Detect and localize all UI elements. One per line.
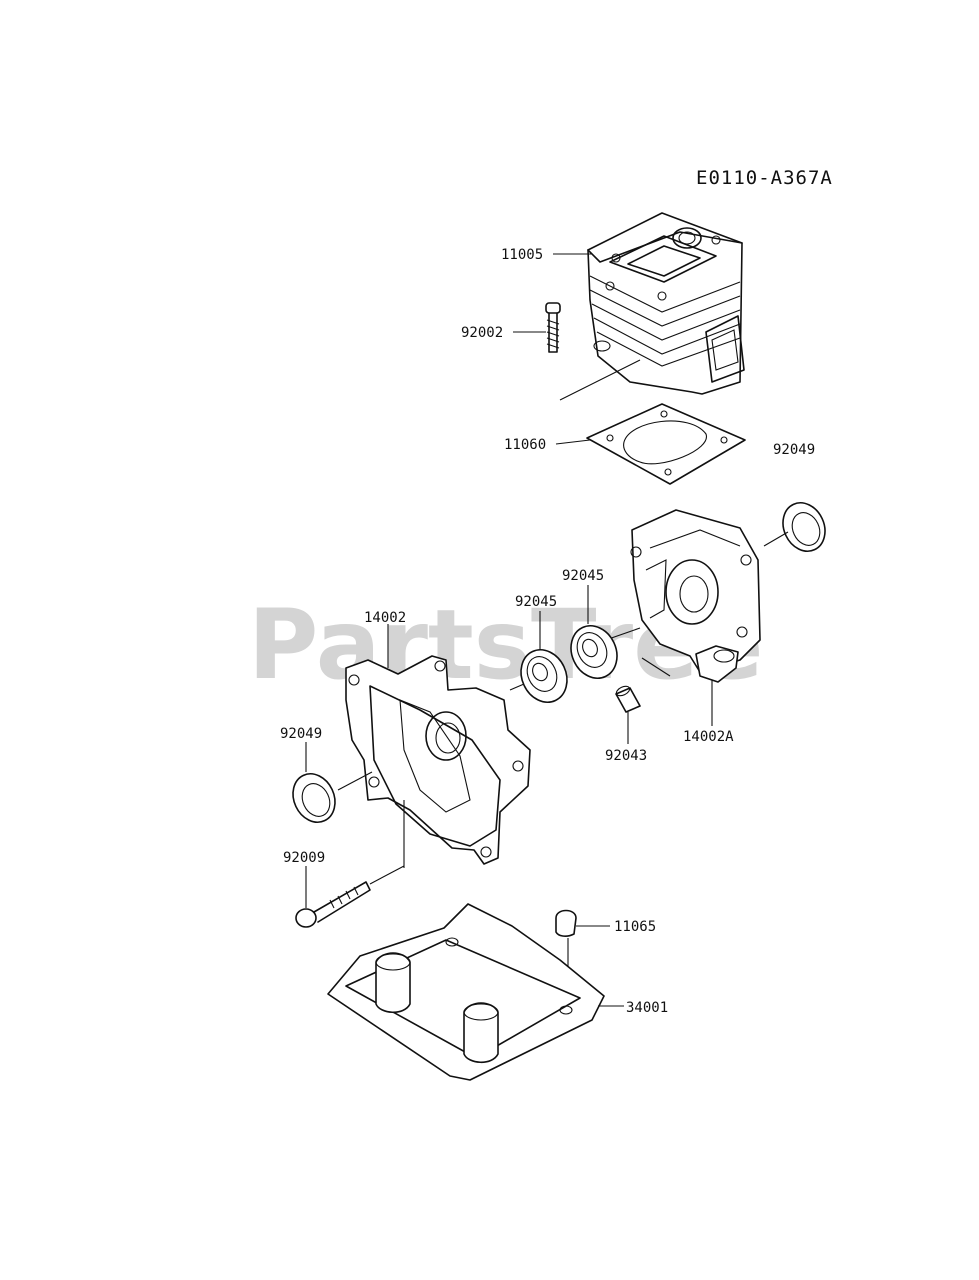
label-gasket[interactable]: 11060 xyxy=(504,437,546,453)
label-bearing-left[interactable]: 92045 xyxy=(515,594,557,610)
crankcase-left-part[interactable] xyxy=(345,655,531,865)
label-crankcase-left[interactable]: 14002 xyxy=(364,610,406,626)
oil-seal-right-axis xyxy=(763,531,789,547)
label-cylinder-bolt[interactable]: 92002 xyxy=(461,325,503,341)
cylinder-axis-line xyxy=(559,359,641,401)
cover-part[interactable] xyxy=(327,903,605,1081)
label-crankcase-bolt[interactable]: 92009 xyxy=(283,850,325,866)
cap-part[interactable] xyxy=(555,909,577,937)
gasket-part[interactable] xyxy=(586,403,746,485)
label-cover[interactable]: 34001 xyxy=(626,1000,668,1016)
bearing-axis-line xyxy=(509,683,525,691)
oil-seal-left-part[interactable] xyxy=(285,767,342,829)
diagram-code: E0110-A367A xyxy=(696,167,833,189)
oil-seal-left-axis xyxy=(337,771,373,791)
cylinder-part[interactable] xyxy=(587,212,745,395)
label-bearing-right[interactable]: 92045 xyxy=(562,568,604,584)
pin-to-case-line xyxy=(641,657,671,677)
label-cap[interactable]: 11065 xyxy=(614,919,656,935)
cylinder-bolt-part[interactable] xyxy=(545,302,561,353)
bearing-right-part[interactable] xyxy=(563,618,626,686)
gasket-leader xyxy=(555,439,591,445)
oil-seal-right-part[interactable] xyxy=(775,496,832,558)
bearing-left-part[interactable] xyxy=(513,642,576,710)
label-pin[interactable]: 92043 xyxy=(605,748,647,764)
label-oil-seal-right[interactable]: 92049 xyxy=(773,442,815,458)
label-crankcase-right[interactable]: 14002A xyxy=(683,729,734,745)
crankcase-right-part[interactable] xyxy=(630,509,761,683)
label-oil-seal-left[interactable]: 92049 xyxy=(280,726,322,742)
label-cylinder[interactable]: 11005 xyxy=(501,247,543,263)
crankcase-bolt-axis xyxy=(369,865,405,885)
crankcase-bolt-part[interactable] xyxy=(295,881,371,928)
pin-part[interactable] xyxy=(615,684,641,713)
